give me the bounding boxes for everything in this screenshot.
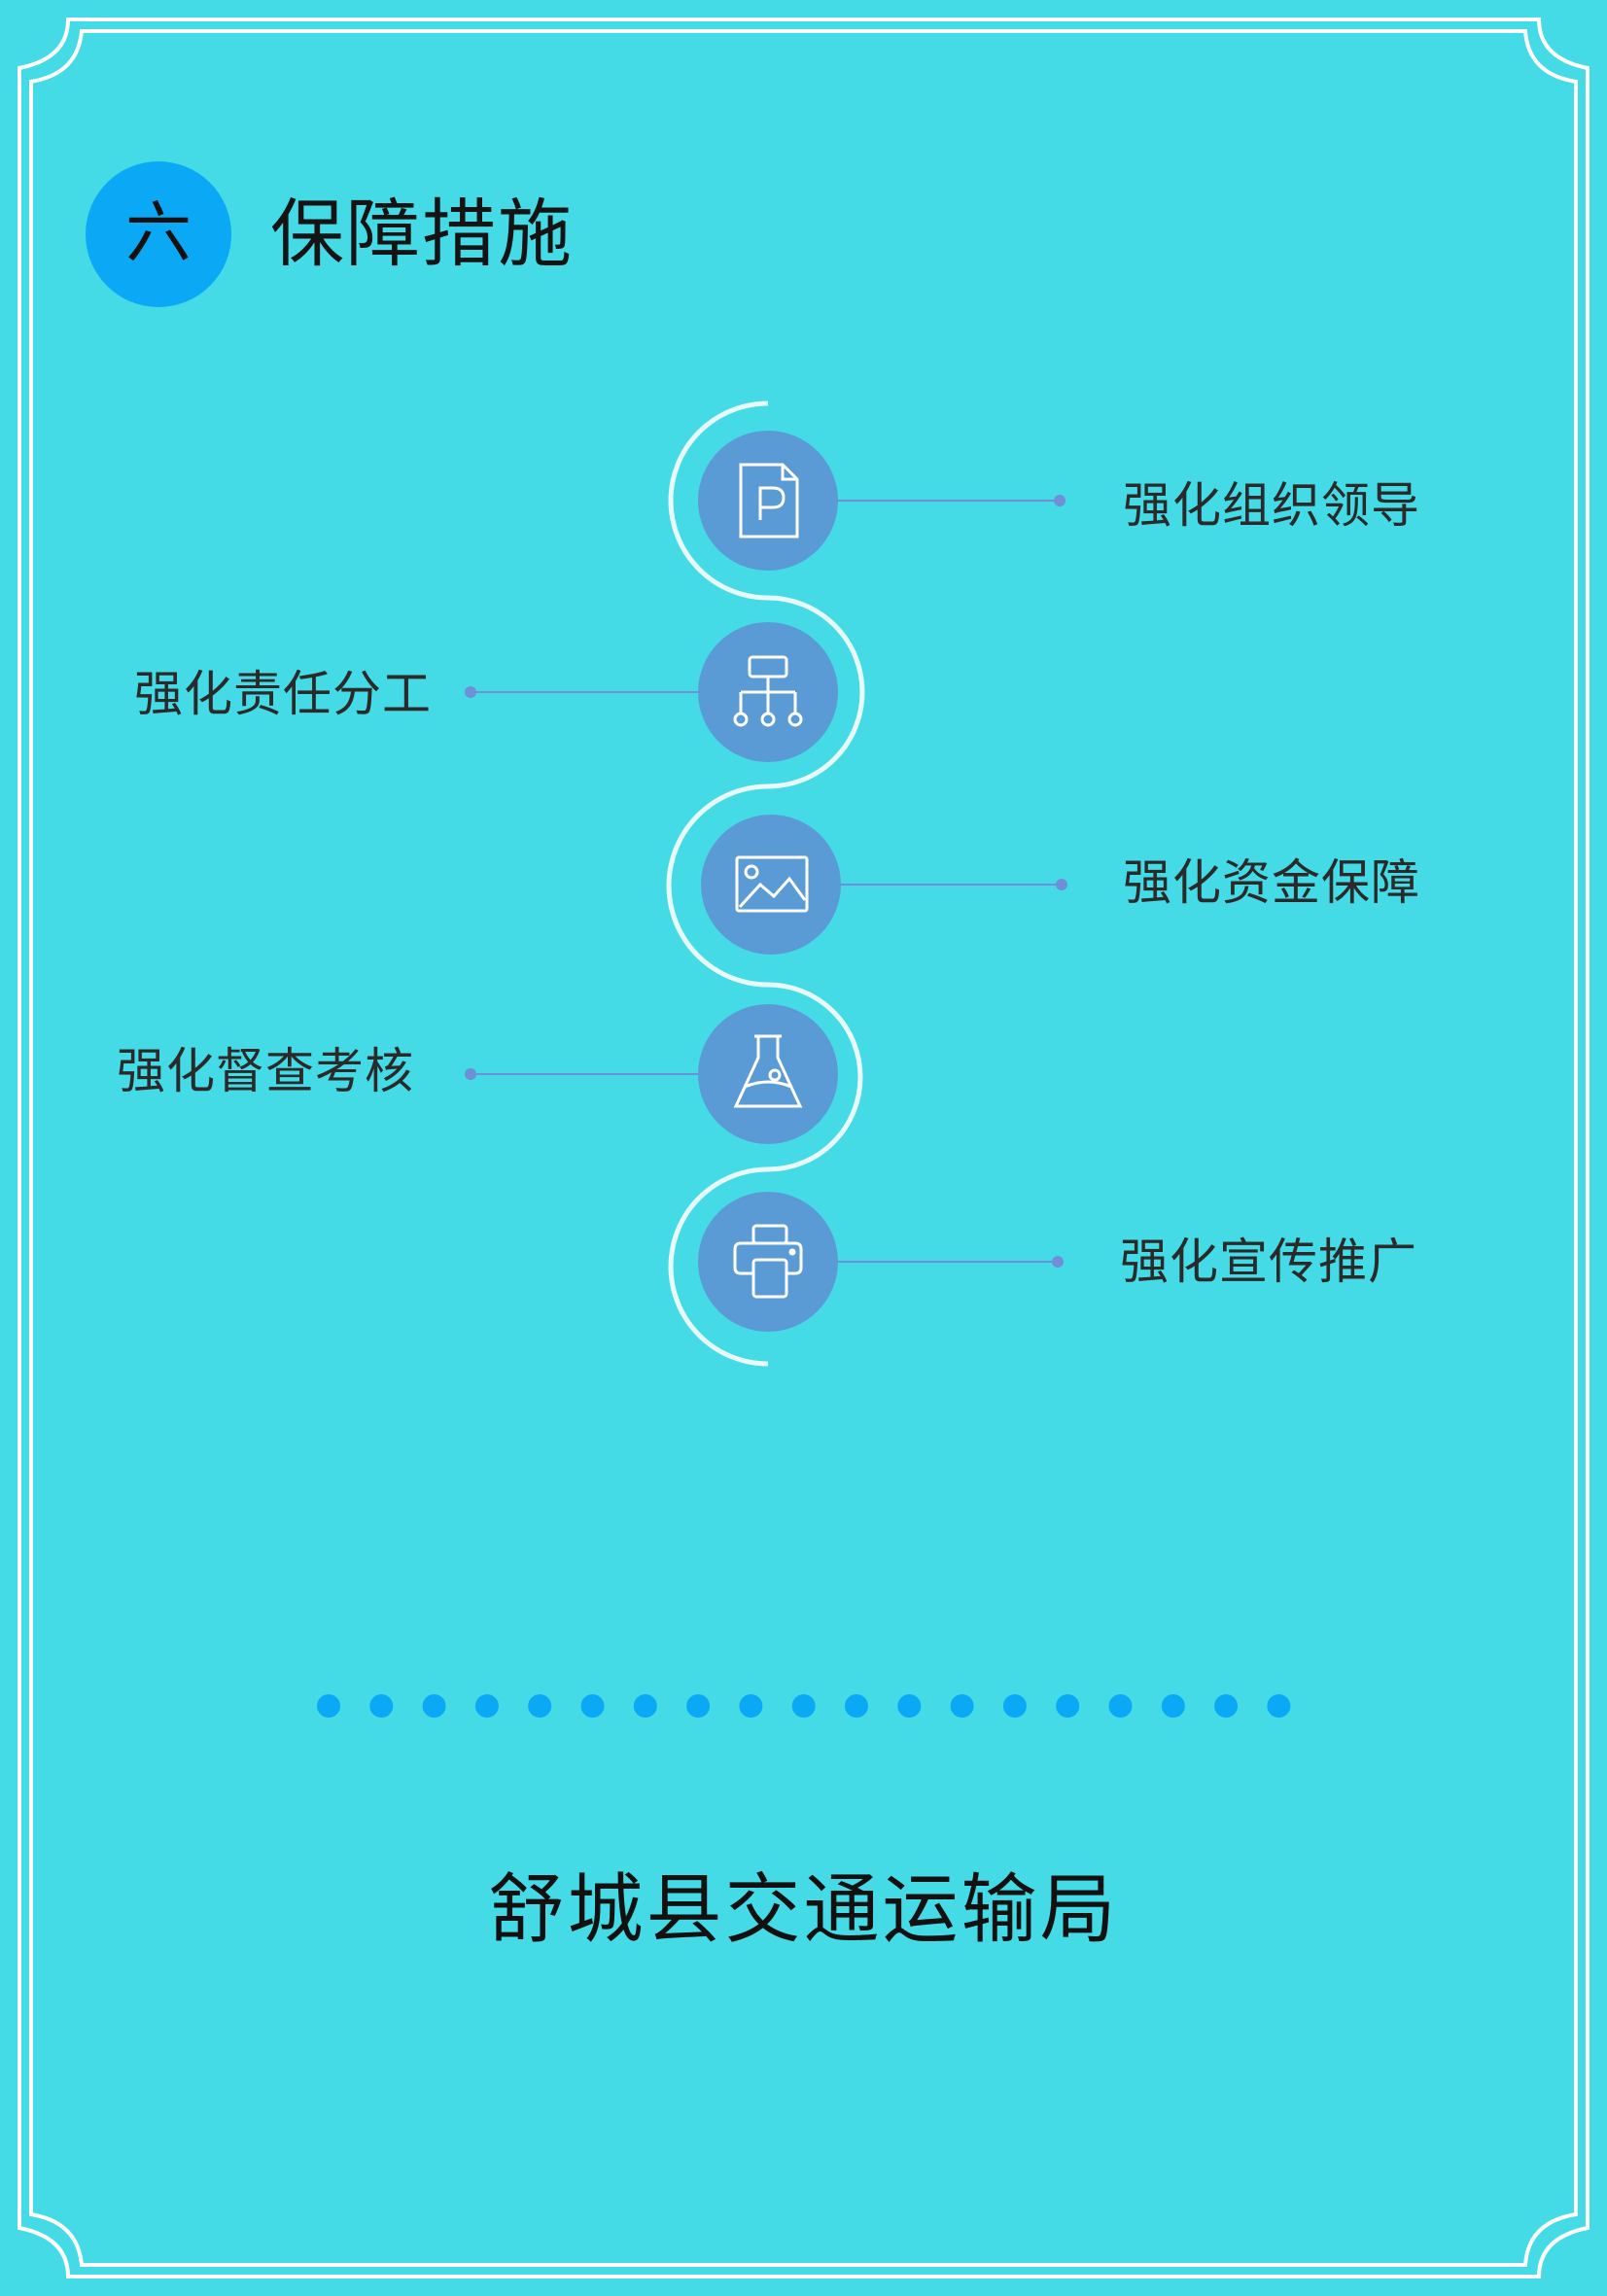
- divider-dot: [1002, 1694, 1027, 1718]
- divider-dot: [950, 1694, 974, 1718]
- printer-icon: [733, 1224, 803, 1299]
- divider-dot: [633, 1694, 657, 1718]
- step-node-1: [698, 431, 1066, 571]
- org-chart-icon: [733, 655, 803, 727]
- step-2-label: 强化责任分工: [134, 666, 432, 722]
- step-1-label: 强化组织领导: [1123, 477, 1420, 534]
- divider-dot: [845, 1694, 868, 1718]
- section-number: 六: [124, 195, 192, 272]
- step-3-label: 强化资金保障: [1123, 854, 1420, 911]
- step-node-5: [698, 1192, 1064, 1332]
- timeline: [465, 400, 1067, 1367]
- divider-dot: [1214, 1694, 1239, 1718]
- step-node-2: [465, 622, 838, 762]
- step-5-circle: [698, 1192, 838, 1332]
- divider-dot: [580, 1694, 605, 1718]
- footer-organization: 舒城县交通运输局: [488, 1866, 1119, 1954]
- flask-icon: [733, 1034, 803, 1108]
- step-3-connector-dot: [1056, 879, 1067, 890]
- step-node-3: [701, 815, 1067, 955]
- divider-dot: [1056, 1694, 1080, 1718]
- section-title: 保障措施: [270, 191, 574, 277]
- divider-dot: [791, 1694, 816, 1718]
- step-5-connector-dot: [1052, 1256, 1064, 1268]
- divider-dot: [317, 1694, 340, 1718]
- divider-dot: [1108, 1694, 1133, 1718]
- divider-dot: [897, 1694, 922, 1718]
- divider-dot: [528, 1694, 552, 1718]
- divider-dot: [369, 1694, 394, 1718]
- divider-dot: [739, 1694, 763, 1718]
- section-number-badge: 六: [86, 161, 231, 307]
- divider-dot: [422, 1694, 446, 1718]
- divider-dot: [1161, 1694, 1185, 1718]
- step-1-circle: [698, 431, 838, 571]
- dotted-divider: [317, 1694, 1291, 1718]
- document-p-icon: [739, 463, 799, 539]
- timeline-s-curve: [666, 400, 865, 1367]
- image-icon: [735, 855, 809, 913]
- step-5-label: 强化宣传推广: [1120, 1234, 1417, 1290]
- divider-dot: [474, 1694, 499, 1718]
- step-2-connector-dot: [465, 686, 476, 698]
- step-4-connector-dot: [465, 1068, 476, 1080]
- step-node-4: [465, 1004, 838, 1144]
- step-4-circle: [698, 1004, 838, 1144]
- divider-dot: [1267, 1694, 1291, 1718]
- step-3-circle: [701, 815, 841, 955]
- step-1-connector-dot: [1054, 495, 1066, 506]
- divider-dot: [686, 1694, 711, 1718]
- step-4-label: 强化督查考核: [117, 1043, 414, 1099]
